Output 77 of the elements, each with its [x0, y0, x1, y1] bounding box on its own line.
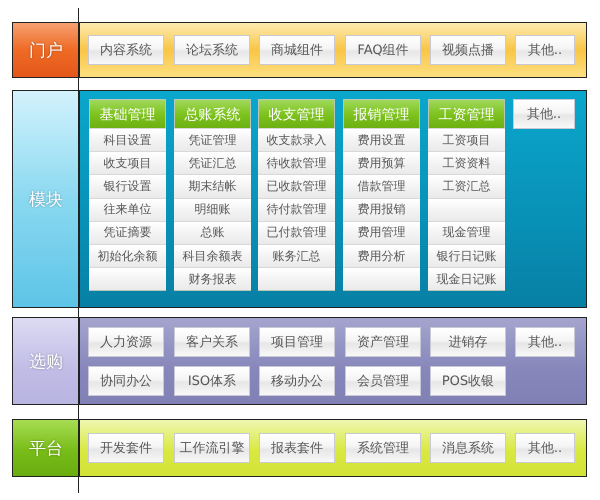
list-cell: 银行设置: [89, 174, 166, 198]
module-column: [258, 99, 335, 291]
list-cell: 期末结帐: [174, 174, 251, 198]
module-box: 会员管理: [345, 366, 421, 396]
layer-band: [12, 22, 587, 78]
list-cell: 已付款管理: [258, 220, 335, 244]
column-header: 基础管理: [90, 100, 165, 129]
list-cell: 银行日记账: [428, 244, 505, 268]
list-cell: 科目设置: [89, 128, 166, 152]
list-cell: 费用管理: [343, 220, 420, 244]
module-box: 内容系统: [88, 35, 164, 65]
module-column: [343, 99, 420, 291]
module-box: 其他..: [515, 327, 575, 357]
module-box: POS收银: [430, 366, 506, 396]
list-cell: 初始化余额: [89, 244, 166, 268]
list-cell: 借款管理: [343, 174, 420, 198]
list-cell: 凭证管理: [174, 128, 251, 152]
list-cell: 收支款录入: [258, 128, 335, 152]
column-header: 工资管理: [429, 100, 504, 129]
module-box: 其他..: [515, 433, 575, 463]
layer-band: [12, 317, 587, 405]
list-cell: 费用设置: [343, 128, 420, 152]
column-header: 总账系统: [175, 100, 250, 129]
module-box: ISO体系: [174, 366, 250, 396]
module-box: 开发套件: [88, 433, 164, 463]
module-box: 系统管理: [345, 433, 421, 463]
list-cell: 工资资料: [428, 151, 505, 174]
empty-cell: [89, 267, 166, 290]
list-cell: 科目余额表: [174, 244, 251, 268]
module-box: 工作流引擎: [174, 433, 250, 463]
list-cell: 待收款管理: [258, 151, 335, 174]
list-cell: 现金日记账: [428, 267, 505, 290]
module-column: [89, 99, 166, 291]
module-box: 论坛系统: [174, 35, 250, 65]
list-cell: 现金管理: [428, 220, 505, 244]
layer-band: [12, 90, 587, 308]
module-box: 其他..: [515, 35, 575, 65]
module-box: 移动办公: [259, 366, 335, 396]
list-cell: 费用预算: [343, 151, 420, 174]
module-box: 商城组件: [259, 35, 335, 65]
empty-cell: [258, 267, 335, 290]
list-cell: 工资项目: [428, 128, 505, 152]
column-header: 收支管理: [259, 100, 334, 129]
list-cell: 明细账: [174, 198, 251, 221]
list-cell: 财务报表: [174, 267, 251, 290]
list-cell: 费用报销: [343, 198, 420, 221]
module-box: 进销存: [430, 327, 506, 357]
module-box: 其他..: [513, 99, 575, 129]
module-box: 资产管理: [345, 327, 421, 357]
empty-cell: [343, 267, 420, 290]
layer-tab: 门户: [13, 23, 80, 77]
list-cell: 费用分析: [343, 244, 420, 268]
layer-tab: 模块: [13, 91, 80, 307]
column-header: 报销管理: [344, 100, 419, 129]
module-column: [428, 99, 505, 291]
list-cell: 凭证汇总: [174, 151, 251, 174]
list-cell: 收支项目: [89, 151, 166, 174]
module-column: [174, 99, 251, 291]
module-box: 人力资源: [88, 327, 164, 357]
list-cell: 待付款管理: [258, 198, 335, 221]
list-cell: 工资汇总: [428, 174, 505, 198]
module-box: 项目管理: [259, 327, 335, 357]
module-box: FAQ组件: [345, 35, 421, 65]
module-box: 协同办公: [88, 366, 164, 396]
layer-tab: 平台: [13, 420, 80, 476]
module-box: 客户关系: [174, 327, 250, 357]
module-box: 视频点播: [430, 35, 506, 65]
list-cell: 已收款管理: [258, 174, 335, 198]
module-box: 消息系统: [430, 433, 506, 463]
list-cell: 凭证摘要: [89, 220, 166, 244]
module-box: 报表套件: [259, 433, 335, 463]
empty-cell: [428, 198, 505, 221]
list-cell: 往来单位: [89, 198, 166, 221]
list-cell: 总账: [174, 220, 251, 244]
list-cell: 账务汇总: [258, 244, 335, 268]
layer-tab: 选购: [13, 318, 80, 404]
layer-band: [12, 419, 587, 477]
